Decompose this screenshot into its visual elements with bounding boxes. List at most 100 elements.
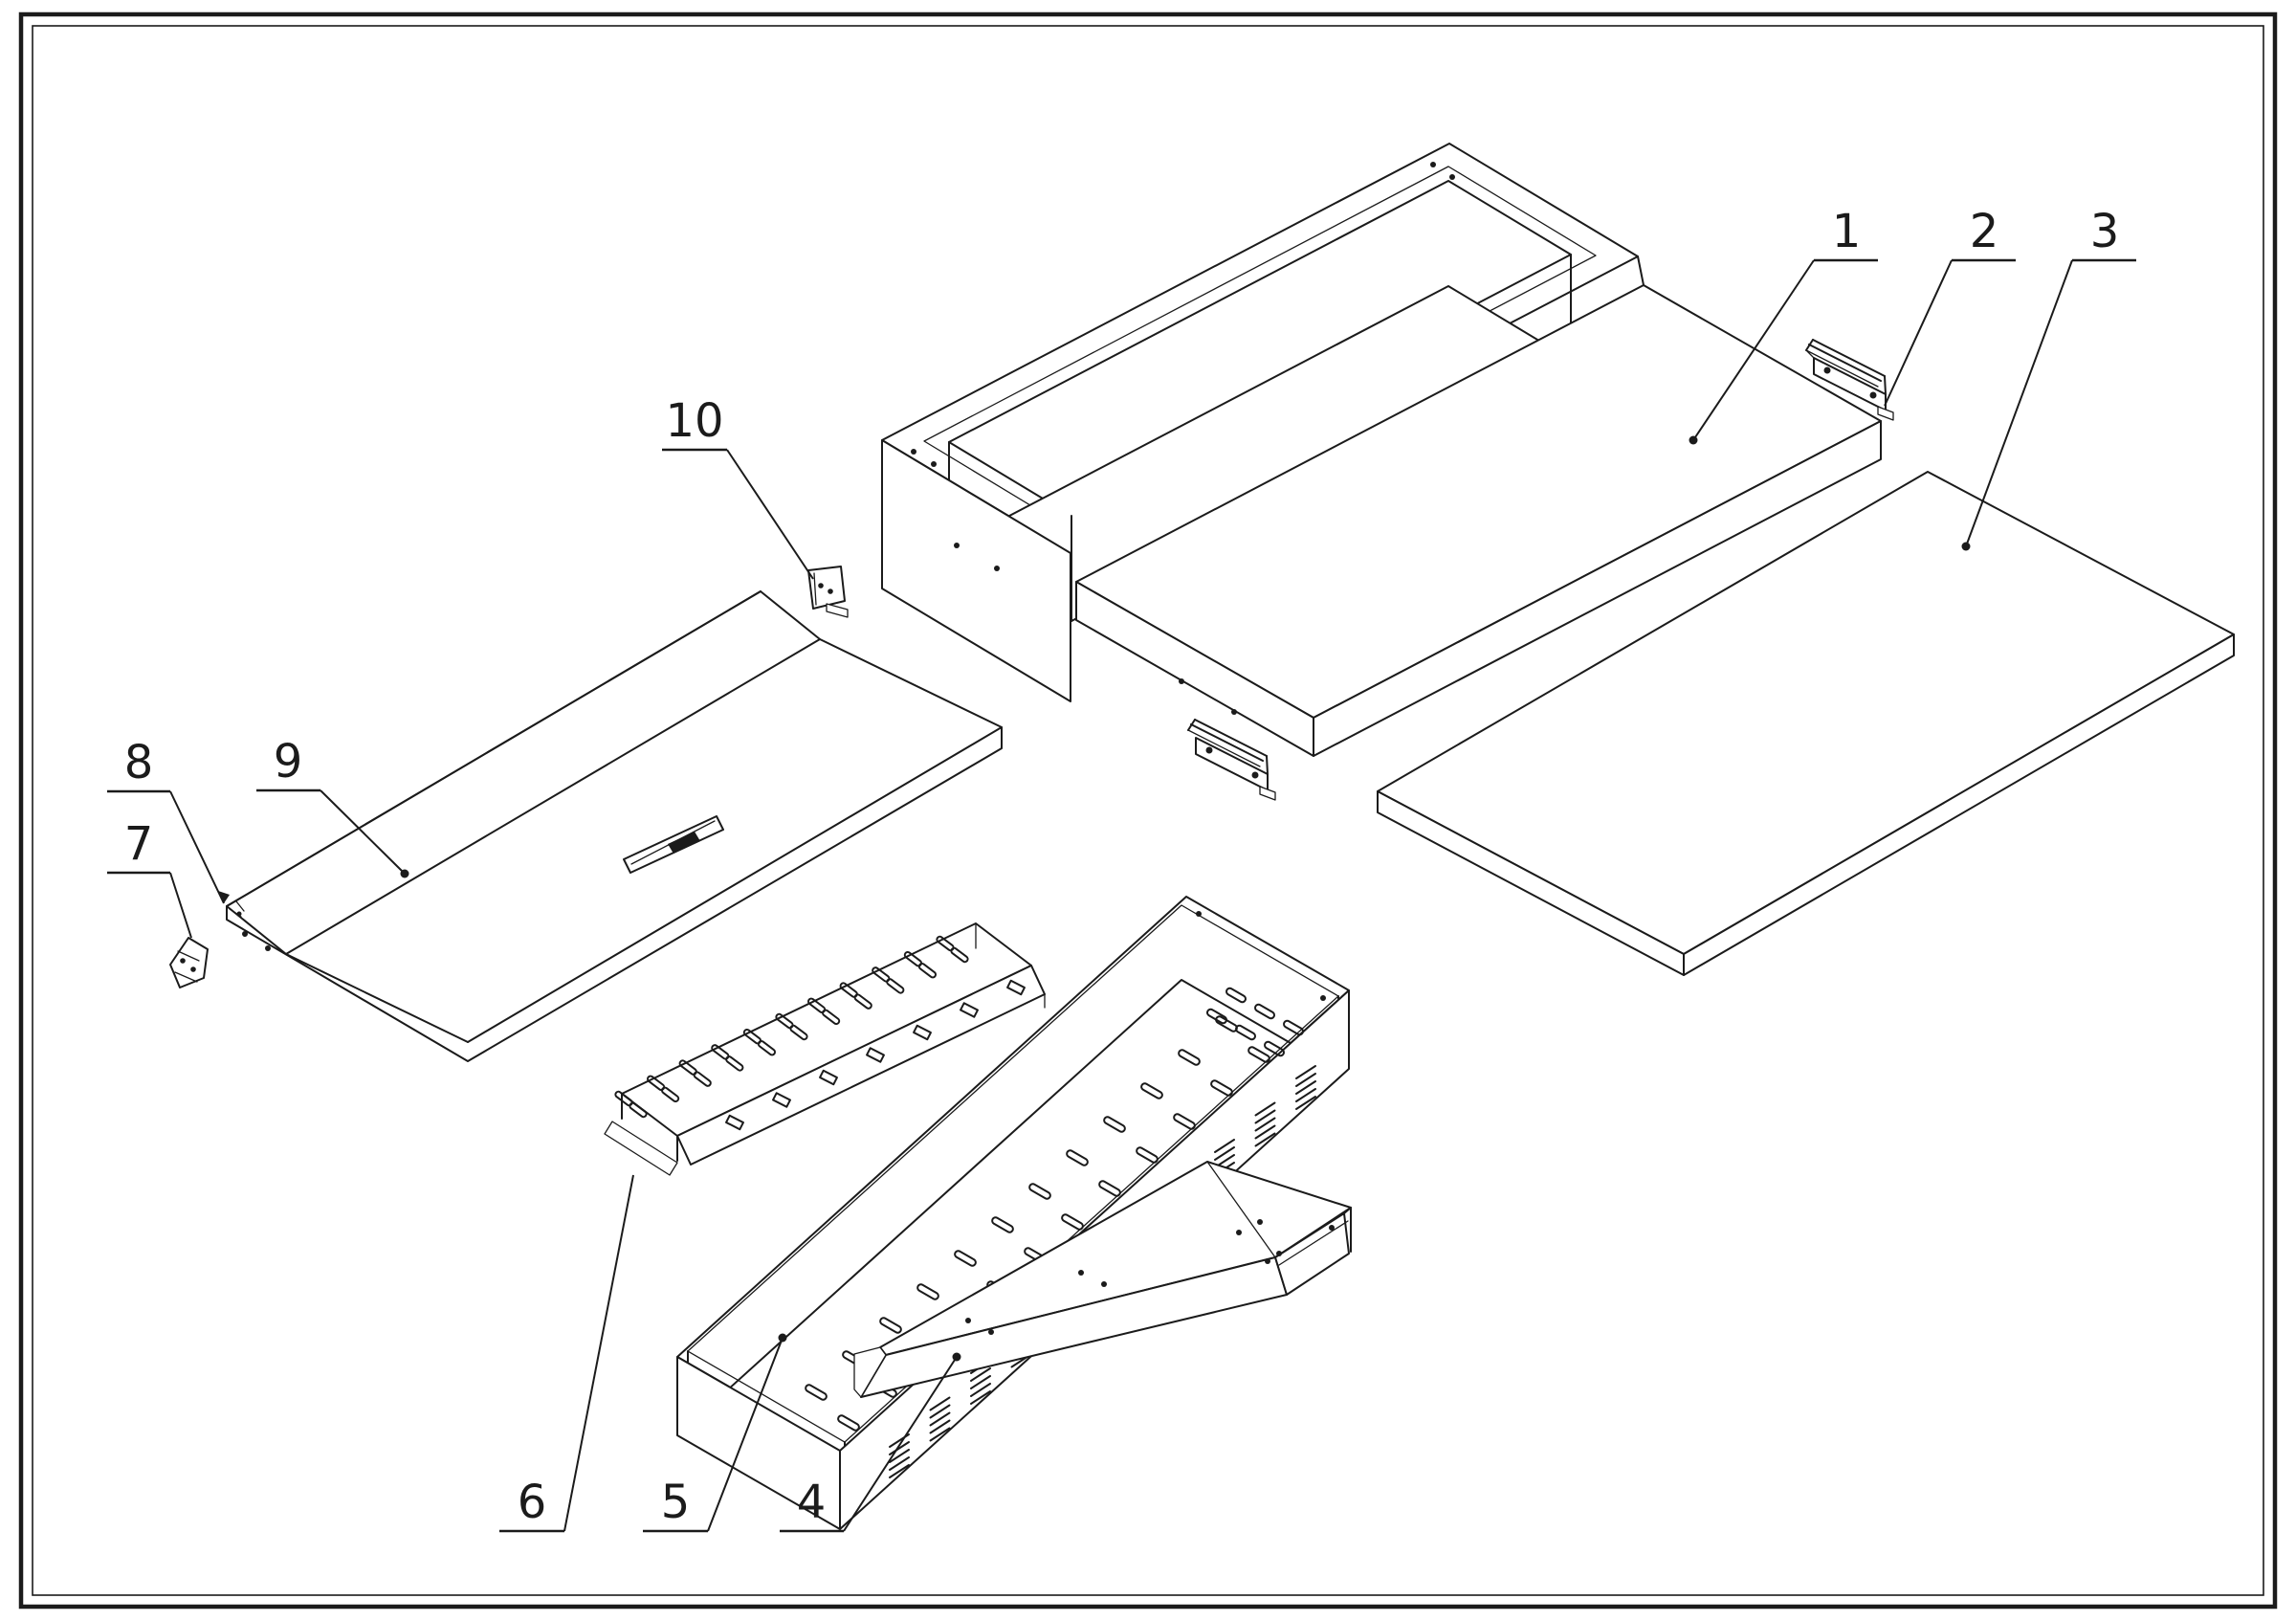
part-6-vented-channel — [604, 922, 1046, 1176]
louver-line — [889, 1449, 910, 1463]
clip-fold-line — [813, 572, 817, 606]
screw-dot — [1257, 1219, 1263, 1225]
bracket-hole — [180, 958, 186, 964]
louver-line — [929, 1427, 951, 1442]
lid-skirt-top-edge — [467, 726, 1003, 1043]
callout-5: 5 — [643, 1333, 787, 1533]
louver-line — [1295, 1080, 1316, 1095]
screw-dot — [994, 566, 1000, 571]
rail-hole — [1823, 366, 1831, 374]
louver-line — [970, 1375, 991, 1389]
rail-ridge-1 — [1812, 339, 1886, 377]
vent-slot — [991, 1216, 1014, 1233]
louver-line — [1295, 1096, 1316, 1110]
part-2-mounting-rail — [1805, 339, 1894, 421]
callout-4-dot — [952, 1352, 961, 1362]
rail-right-edge — [1266, 755, 1269, 775]
louver-line — [889, 1464, 910, 1478]
screw-dot — [931, 461, 937, 467]
edge-notch — [819, 1069, 838, 1086]
vent-slot — [916, 1283, 939, 1300]
callout-2-number: 2 — [1970, 205, 1999, 258]
edge-notch — [960, 1002, 979, 1018]
edge-notch — [913, 1024, 932, 1041]
part-7-corner-bracket — [169, 937, 209, 988]
clip-foot — [826, 603, 849, 618]
channel-vent-slots — [614, 935, 969, 1119]
part-4-ramp-chute — [853, 1161, 1352, 1398]
callout-10-leader — [726, 449, 814, 580]
part-10-clip-bracket — [807, 566, 849, 618]
louver-line — [929, 1404, 951, 1419]
vent-slot — [1210, 1079, 1233, 1097]
ramp-lip-wall — [1274, 1212, 1350, 1296]
front-left-wall — [881, 439, 1071, 702]
screw-dot — [242, 931, 248, 937]
louver-line — [1214, 1146, 1235, 1161]
screw-dot — [1179, 678, 1184, 684]
louver-line — [1295, 1088, 1316, 1102]
part-3-top-panel — [1377, 471, 2235, 976]
screw-dot — [265, 945, 271, 951]
louver-line — [929, 1419, 951, 1434]
louver-line — [1254, 1101, 1276, 1117]
rail-right-edge — [1884, 375, 1887, 395]
screw-dot — [1320, 995, 1326, 1001]
callout-2-leader — [1884, 259, 1953, 407]
callout-4: 4 — [780, 1352, 961, 1533]
callout-10: 10 — [662, 394, 814, 580]
louver-line — [970, 1367, 991, 1382]
vent-slot — [1225, 987, 1247, 1004]
part-1-cabinet-body — [881, 143, 1882, 757]
deck-right-face — [1313, 420, 1882, 757]
louver-line — [1254, 1132, 1276, 1147]
vent-slot — [725, 1055, 744, 1072]
rail-ridge-1 — [1194, 719, 1268, 757]
bracket-fold-line — [177, 950, 200, 962]
vent-slot — [837, 1414, 860, 1432]
vent-slot — [886, 978, 905, 994]
lid-top-back-edge — [226, 590, 762, 907]
callout-6-leader — [563, 1174, 634, 1532]
channel-left-foot — [604, 1121, 678, 1176]
screw-dot — [1329, 1225, 1335, 1231]
louver-line — [1254, 1124, 1276, 1140]
vent-slot — [822, 1009, 841, 1026]
channel-edge-notches — [725, 979, 1026, 1131]
callout-1: 1 — [1689, 205, 1878, 445]
screw-dot — [1078, 1270, 1084, 1276]
lid-handle — [623, 815, 724, 874]
screw-dot — [1449, 174, 1455, 180]
louver-line — [889, 1441, 910, 1455]
screw-dot — [1236, 1230, 1242, 1235]
callout-5-leader — [707, 1337, 784, 1532]
vent-slot — [853, 993, 872, 1010]
lid-ridge-edge — [285, 638, 821, 955]
vent-slot — [1066, 1149, 1089, 1166]
vent-slot — [1178, 1049, 1201, 1066]
clip-hole — [828, 588, 833, 594]
callout-7-leader — [169, 872, 192, 939]
screw-dot — [911, 449, 916, 455]
callout-3-dot — [1961, 542, 1971, 551]
edge-notch — [1006, 979, 1026, 996]
rail-hole — [1251, 771, 1259, 779]
callout-8-number: 8 — [124, 736, 154, 789]
part-8-corner-fastener — [229, 900, 245, 918]
callout-1-dot — [1689, 435, 1698, 445]
callout-6: 6 — [499, 1174, 634, 1533]
vent-slot — [805, 1384, 828, 1401]
callout-8-arrow — [218, 891, 230, 903]
louver-line — [970, 1383, 991, 1397]
callout-4-number: 4 — [797, 1476, 827, 1529]
screw-dot — [965, 1318, 971, 1323]
vent-slot — [1173, 1113, 1196, 1130]
vent-slot — [1254, 1003, 1275, 1020]
handle-grip-dark — [668, 832, 700, 854]
vent-slot — [757, 1039, 776, 1056]
callout-9-number: 9 — [274, 735, 303, 788]
callout-9-dot — [400, 869, 409, 878]
rail-ridge-3 — [1805, 349, 1879, 388]
screw-dot — [1265, 1258, 1270, 1264]
deck-step-edge — [1637, 255, 1645, 286]
